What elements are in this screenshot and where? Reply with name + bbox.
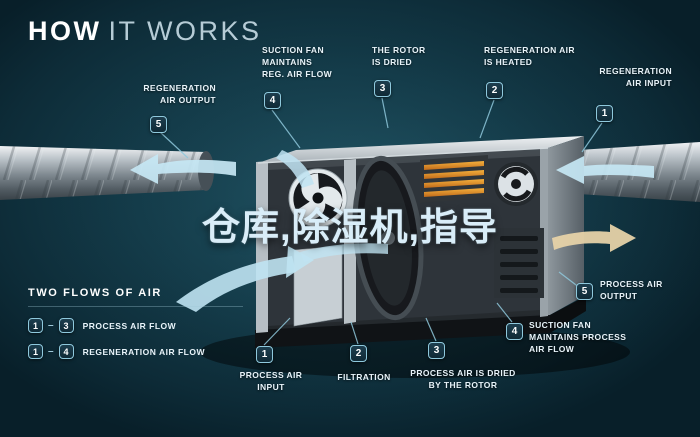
legend-badge-to: 4 (58, 344, 74, 359)
legend-divider (28, 306, 243, 307)
title-bold: HOW (28, 16, 102, 46)
machine-top-face (258, 136, 584, 163)
callout-label-suction-fan-process: SUCTION FAN MAINTAINS PROCESS AIR FLOW (529, 320, 627, 354)
callout-label-reg-air-heated: REGENERATION AIR IS HEATED (484, 45, 575, 67)
badge-2: 2 (350, 345, 367, 362)
legend-row-process: 1 – 3 PROCESS AIR FLOW (28, 318, 243, 333)
legend-badge-to: 3 (58, 318, 74, 333)
callout-label-filtration: FILTRATION (337, 372, 391, 382)
callout-label-rotor-dried: THE ROTOR IS DRIED (372, 45, 426, 67)
title-light: IT WORKS (108, 16, 262, 46)
legend-label-regeneration: REGENERATION AIR FLOW (82, 346, 205, 357)
legend-badge-from: 1 (28, 344, 43, 359)
process-output-arrow (552, 224, 636, 252)
desiccant-rotor (352, 155, 424, 321)
process-fan-icon (494, 162, 538, 206)
machine-side-face (548, 136, 584, 316)
callout-label-process-air-dried: PROCESS AIR IS DRIED BY THE ROTOR (410, 368, 516, 390)
legend: TWO FLOWS OF AIR 1 – 3 PROCESS AIR FLOW … (28, 287, 243, 370)
badge-1: 1 (256, 346, 273, 363)
callout-label-suction-fan-reg: SUCTION FAN MAINTAINS REG. AIR FLOW (262, 45, 333, 79)
machine-base-front (255, 315, 550, 348)
legend-range-dash: – (48, 346, 54, 357)
badge-5: 5 (150, 116, 167, 133)
legend-heading: TWO FLOWS OF AIR (28, 287, 162, 299)
interior-flow-swoosh (300, 243, 388, 262)
badge-2: 2 (486, 82, 503, 99)
reg-output-arrow (130, 154, 236, 184)
leader-lines (159, 97, 603, 346)
watermark-text: 仓库,除湿机,指导 (201, 207, 499, 249)
callout-label-process-air-input: PROCESS AIR INPUT (239, 370, 303, 392)
badge-5: 5 (576, 283, 593, 300)
badge-4: 4 (506, 323, 523, 340)
reg-intake-swoosh (276, 150, 314, 188)
frame-left-strip (256, 161, 268, 333)
process-input-arrow (176, 256, 296, 312)
badge-4: 4 (264, 92, 281, 109)
legend-badge-from: 1 (28, 318, 43, 333)
airflow-arrows (130, 150, 654, 312)
machine-base-side (550, 296, 586, 333)
callout-label-reg-air-input: REGENERATION AIR INPUT (599, 66, 672, 88)
badge-3: 3 (428, 342, 445, 359)
legend-label-process: PROCESS AIR FLOW (82, 320, 177, 331)
reg-input-arrow (556, 156, 654, 184)
heater-icon (420, 155, 488, 203)
vent-panel (494, 228, 544, 298)
legend-range-dash: – (48, 320, 54, 331)
badge-1: 1 (596, 105, 613, 122)
legend-row-regeneration: 1 – 4 REGENERATION AIR FLOW (28, 344, 243, 359)
callout-label-reg-air-output: REGENERATION AIR OUTPUT (143, 83, 216, 105)
badge-3: 3 (374, 80, 391, 97)
callout-label-process-air-output: PROCESS AIR OUTPUT (600, 279, 663, 301)
process-input-arrowhead (286, 246, 314, 278)
